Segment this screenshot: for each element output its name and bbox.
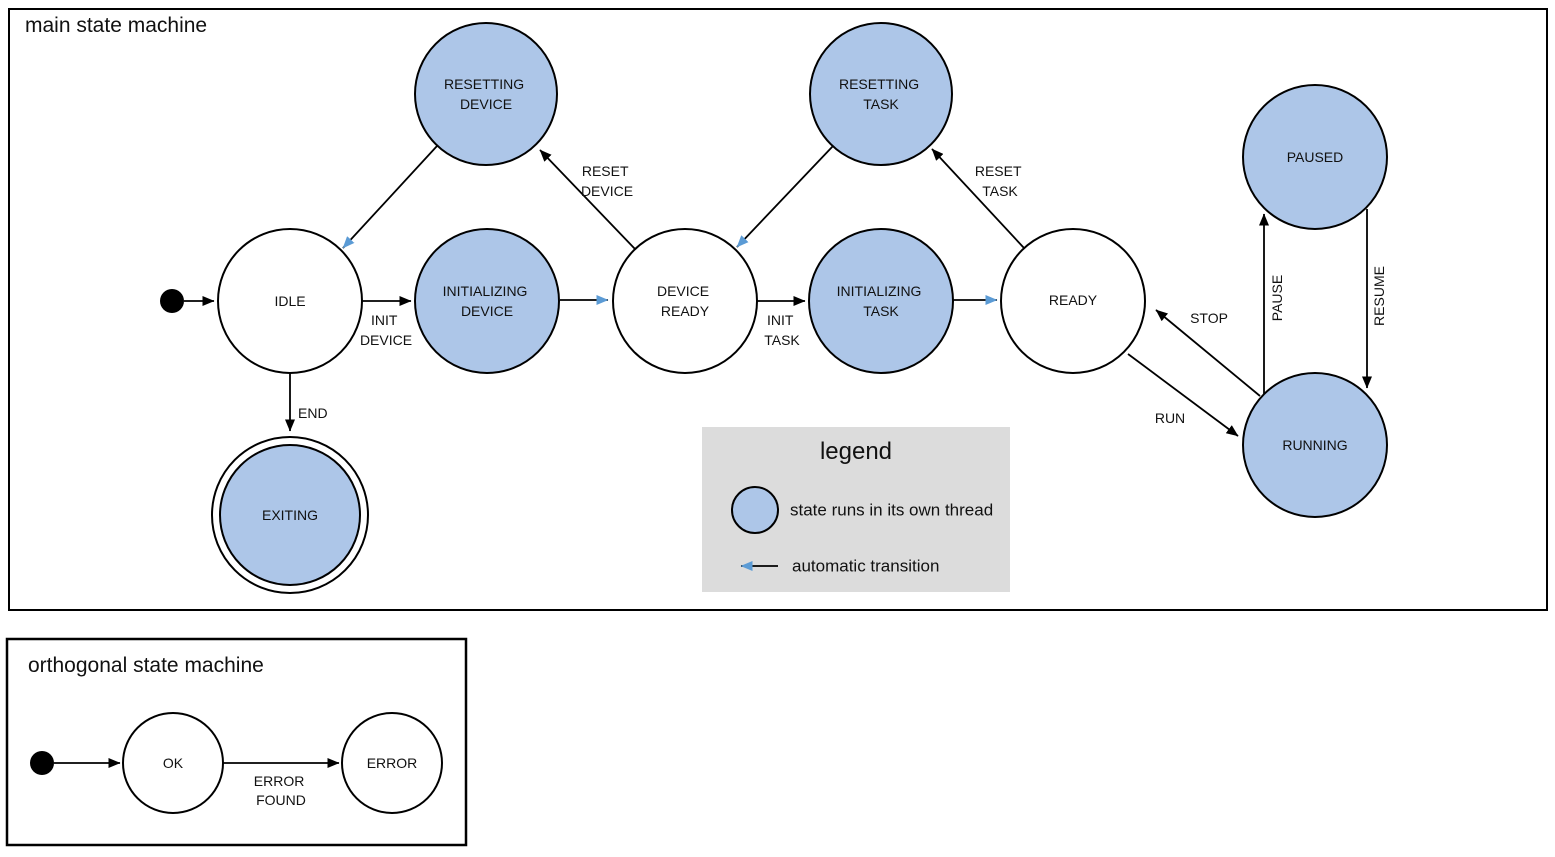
state-error-label: ERROR (367, 755, 418, 771)
transition-label-pause: PAUSE (1269, 275, 1285, 321)
state-initializing-task-label: INITIALIZING TASK (837, 278, 926, 319)
transition-stop (1155, 309, 1261, 397)
transition-run (1127, 353, 1239, 437)
transition-label-reset-device: RESET DEVICE (581, 158, 633, 199)
state-ready (1000, 228, 1146, 374)
state-resetting-task (809, 22, 953, 166)
initial-state-dot (160, 289, 184, 313)
state-idle-label: IDLE (274, 293, 305, 309)
main-machine-title: main state machine (25, 14, 207, 37)
transition-reset-task (931, 148, 1025, 249)
transition-label-init-task: INIT TASK (764, 307, 800, 348)
legend-automatic-label: automatic transition (792, 557, 939, 576)
transition-label-init-device: INIT DEVICE (360, 307, 412, 348)
transition-label-stop: STOP (1190, 310, 1228, 326)
state-device-ready-label: DEVICE READY (657, 278, 713, 319)
transition-label-resume: RESUME (1371, 266, 1387, 326)
state-exiting (219, 444, 361, 586)
state-resetting-device-label: RESETTING DEVICE (444, 71, 528, 112)
state-initializing-device (414, 228, 560, 374)
transition-label-run: RUN (1155, 410, 1185, 426)
legend-thread-state-label: state runs in its own thread (790, 501, 993, 520)
state-paused-label: PAUSED (1287, 149, 1344, 165)
orthogonal-machine-title: orthogonal state machine (28, 654, 264, 677)
state-device-ready (612, 228, 758, 374)
legend-thread-state-icon (731, 486, 779, 534)
state-paused (1242, 84, 1388, 230)
state-ready-label: READY (1049, 292, 1098, 308)
state-exiting-label: EXITING (262, 507, 318, 523)
transition-auto-resetdev-to-idle (342, 145, 438, 249)
state-resetting-device (414, 22, 558, 166)
orthogonal-initial-state-dot (30, 751, 54, 775)
state-idle (217, 228, 363, 374)
state-running (1242, 372, 1388, 518)
orthogonal-transition-label-error-found: ERROR FOUND (254, 768, 308, 808)
state-initializing-device-label: INITIALIZING DEVICE (443, 278, 532, 319)
transition-reset-device (539, 149, 636, 250)
transition-label-reset-task: RESET TASK (975, 158, 1025, 199)
legend-title: legend (820, 438, 892, 465)
state-running-label: RUNNING (1282, 437, 1347, 453)
state-initializing-task (808, 228, 954, 374)
state-resetting-task-label: RESETTING TASK (839, 71, 923, 112)
state-error (341, 712, 443, 814)
orthogonal-machine-frame (5, 637, 468, 847)
transition-auto-resettask-to-devready (736, 145, 834, 248)
state-ok (122, 712, 224, 814)
state-ok-label: OK (163, 755, 184, 771)
transition-label-end: END (298, 405, 328, 421)
main-machine-frame (8, 8, 1548, 611)
